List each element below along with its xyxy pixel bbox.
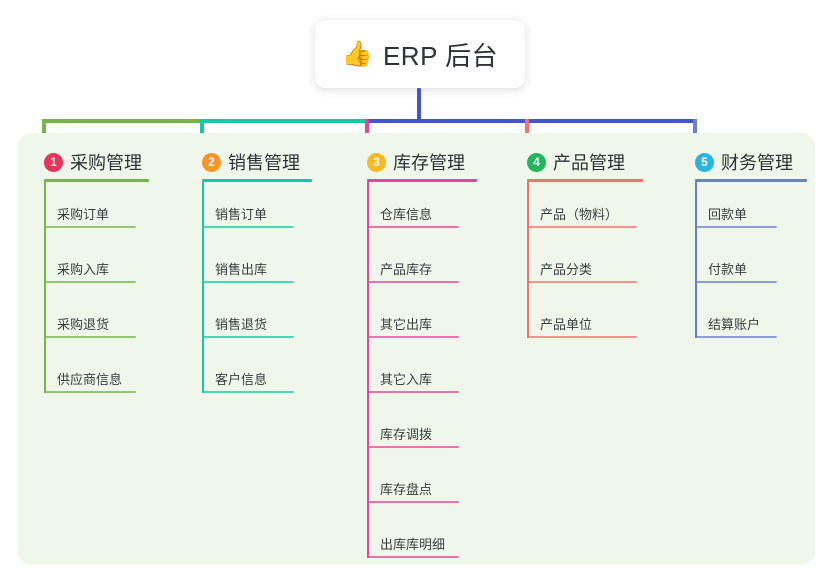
leaf-node-label: 出库库明细	[380, 537, 446, 552]
leaf-node-label: 产品（物料）	[540, 207, 619, 222]
leaf-node-underline	[44, 281, 136, 283]
leaf-node[interactable]: 回款单	[695, 204, 777, 228]
column-title: 产品管理	[553, 153, 625, 173]
column-title: 库存管理	[393, 153, 465, 173]
leaf-node-label: 产品单位	[540, 317, 593, 332]
leaf-node[interactable]: 结算账户	[695, 314, 777, 338]
leaf-node-label: 回款单	[708, 207, 748, 222]
leaf-node[interactable]: 出库库明细	[367, 534, 459, 558]
leaf-node-label: 其它出库	[380, 317, 433, 332]
leaf-node[interactable]: 产品（物料）	[527, 204, 637, 228]
leaf-node[interactable]: 销售出库	[202, 259, 294, 283]
column-spine	[527, 182, 529, 338]
leaf-node-underline	[527, 281, 637, 283]
leaf-node[interactable]: 产品分类	[527, 259, 637, 283]
leaf-node-label: 库存盘点	[380, 482, 433, 497]
column-spine	[44, 182, 46, 393]
leaf-node-label: 采购退货	[57, 317, 110, 332]
leaf-node[interactable]: 其它入库	[367, 369, 459, 393]
root-node-label: ERP 后台	[382, 40, 499, 71]
column-title: 采购管理	[70, 153, 142, 173]
column-number-badge: 2	[202, 152, 221, 172]
leaf-node-underline	[202, 336, 294, 338]
leaf-node-underline	[367, 446, 459, 448]
column-header-underline	[202, 179, 312, 182]
leaf-node-label: 产品库存	[380, 262, 433, 277]
leaf-node-label: 客户信息	[215, 372, 268, 387]
leaf-node[interactable]: 销售退货	[202, 314, 294, 338]
column-header-underline	[527, 179, 643, 182]
leaf-node[interactable]: 采购退货	[44, 314, 136, 338]
leaf-node[interactable]: 采购订单	[44, 204, 136, 228]
leaf-node-underline	[367, 556, 459, 558]
leaf-node-underline	[202, 281, 294, 283]
column-title: 财务管理	[721, 153, 793, 173]
leaf-node-label: 产品分类	[540, 262, 593, 277]
leaf-node-underline	[367, 501, 459, 503]
column-number-badge: 3	[367, 152, 386, 172]
leaf-node-label: 采购订单	[57, 207, 110, 222]
leaf-node-underline	[44, 391, 136, 393]
leaf-node[interactable]: 其它出库	[367, 314, 459, 338]
leaf-node-underline	[44, 226, 136, 228]
column-header-1[interactable]: 1 采购管理	[44, 149, 142, 175]
leaf-node-underline	[367, 336, 459, 338]
column-header-2[interactable]: 2 销售管理	[202, 149, 300, 175]
leaf-node-label: 采购入库	[57, 262, 110, 277]
column-spine	[695, 182, 697, 338]
leaf-node[interactable]: 供应商信息	[44, 369, 136, 393]
leaf-node-label: 其它入库	[380, 372, 433, 387]
column-number-badge: 1	[44, 152, 63, 172]
leaf-node-label: 销售退货	[215, 317, 268, 332]
leaf-node-underline	[367, 391, 459, 393]
leaf-node-underline	[367, 226, 459, 228]
column-spine	[202, 182, 204, 393]
leaf-node[interactable]: 产品单位	[527, 314, 637, 338]
column-title: 销售管理	[228, 153, 300, 173]
connector-horizontal	[200, 119, 367, 123]
leaf-node-underline	[695, 226, 777, 228]
leaf-node[interactable]: 仓库信息	[367, 204, 459, 228]
leaf-node-underline	[202, 226, 294, 228]
leaf-node-label: 结算账户	[708, 317, 761, 332]
leaf-node-label: 付款单	[708, 262, 748, 277]
root-node[interactable]: 👍 ERP 后台	[315, 20, 525, 88]
leaf-node-underline	[695, 281, 777, 283]
leaf-node[interactable]: 库存盘点	[367, 479, 459, 503]
leaf-node-underline	[367, 281, 459, 283]
leaf-node-underline	[527, 226, 637, 228]
column-number-badge: 5	[695, 152, 714, 172]
leaf-node[interactable]: 销售订单	[202, 204, 294, 228]
column-spine	[367, 182, 369, 558]
leaf-node-label: 销售出库	[215, 262, 268, 277]
column-header-underline	[44, 179, 149, 182]
leaf-node[interactable]: 客户信息	[202, 369, 294, 393]
leaf-node-label: 供应商信息	[57, 372, 123, 387]
leaf-node[interactable]: 采购入库	[44, 259, 136, 283]
column-header-underline	[695, 179, 807, 182]
column-number-badge: 4	[527, 152, 546, 172]
column-header-5[interactable]: 5 财务管理	[695, 149, 793, 175]
connector-horizontal	[365, 119, 697, 123]
leaf-node[interactable]: 产品库存	[367, 259, 459, 283]
column-header-underline	[367, 179, 477, 182]
leaf-node-label: 仓库信息	[380, 207, 433, 222]
leaf-node-label: 库存调拨	[380, 427, 433, 442]
connector-horizontal	[42, 119, 202, 123]
leaf-node-underline	[527, 336, 637, 338]
leaf-node-underline	[695, 336, 777, 338]
connector-vertical	[417, 88, 421, 123]
leaf-node-underline	[44, 336, 136, 338]
leaf-node[interactable]: 付款单	[695, 259, 777, 283]
column-header-4[interactable]: 4 产品管理	[527, 149, 625, 175]
leaf-node-underline	[202, 391, 294, 393]
thumbs-up-icon: 👍	[341, 39, 373, 68]
leaf-node-label: 销售订单	[215, 207, 268, 222]
leaf-node[interactable]: 库存调拨	[367, 424, 459, 448]
column-header-3[interactable]: 3 库存管理	[367, 149, 465, 175]
branches-panel	[18, 133, 815, 565]
